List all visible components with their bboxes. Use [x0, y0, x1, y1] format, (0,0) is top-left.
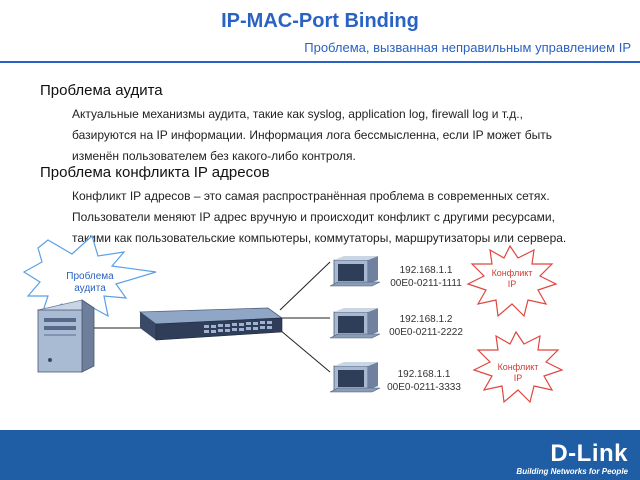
section-body-audit: Актуальные механизмы аудита, такие как s…: [72, 104, 602, 167]
conflict-burst-1-line1: Конфликт: [492, 268, 533, 278]
computer-icon: [329, 308, 381, 339]
dlink-logo: D-Link Building Networks for People: [516, 440, 628, 476]
brand-name: D-Link: [550, 440, 628, 467]
host-mac: 00E0-0211-2222: [389, 327, 463, 338]
section-heading-conflict: Проблема конфликта IP адресов: [40, 164, 270, 181]
text-line: такими как пользовательские компьютеры, …: [72, 231, 567, 245]
brand-tagline: Building Networks for People: [516, 467, 628, 476]
host-mac: 00E0-0211-3333: [387, 382, 461, 393]
text-line: Конфликт IP адресов – это самая распрост…: [72, 189, 550, 203]
text-line: базируются на IP информации. Информация …: [72, 128, 552, 142]
host-label-2: 192.168.1.2 00E0-0211-2222: [386, 313, 466, 339]
conflict-burst-2-line2: IP: [514, 373, 523, 383]
computer-icon: [329, 362, 381, 393]
text-line: Пользователи меняют IP адрес вручную и п…: [72, 210, 555, 224]
network-diagram: Проблема аудита: [22, 234, 564, 404]
section-body-conflict: Конфликт IP адресов – это самая распрост…: [72, 186, 602, 249]
audit-burst-line2: аудита: [74, 283, 106, 294]
section-heading-audit: Проблема аудита: [40, 82, 163, 99]
text-line: Актуальные механизмы аудита, такие как s…: [72, 107, 523, 121]
page-subtitle: Проблема, вызванная неправильным управле…: [304, 40, 631, 55]
host-ip: 192.168.1.1: [397, 369, 451, 380]
host-label-3: 192.168.1.1 00E0-0211-3333: [384, 368, 464, 394]
conflict-burst-1: Конфликт IP: [466, 244, 558, 318]
header-divider: [0, 61, 640, 63]
audit-burst-line1: Проблема: [66, 270, 114, 282]
text-line: изменён пользователем без какого-либо ко…: [72, 149, 356, 163]
links: [94, 261, 331, 373]
audit-burst: Проблема аудита: [22, 234, 157, 324]
page-title: IP-MAC-Port Binding: [221, 10, 419, 32]
switch-icon: [138, 307, 284, 341]
server-icon: [37, 299, 95, 373]
host-mac: 00E0-0211-1111: [390, 278, 462, 289]
computer-icon: [329, 256, 381, 287]
conflict-burst-1-line2: IP: [508, 279, 517, 289]
conflict-burst-2: Конфликт IP: [472, 330, 564, 404]
conflict-burst-2-line1: Конфликт: [498, 362, 539, 372]
host-ip: 192.168.1.2: [399, 314, 453, 325]
host-label-1: 192.168.1.1 00E0-0211-1111: [386, 264, 466, 290]
host-ip: 192.168.1.1: [399, 265, 453, 276]
footer-bar: [0, 430, 640, 480]
